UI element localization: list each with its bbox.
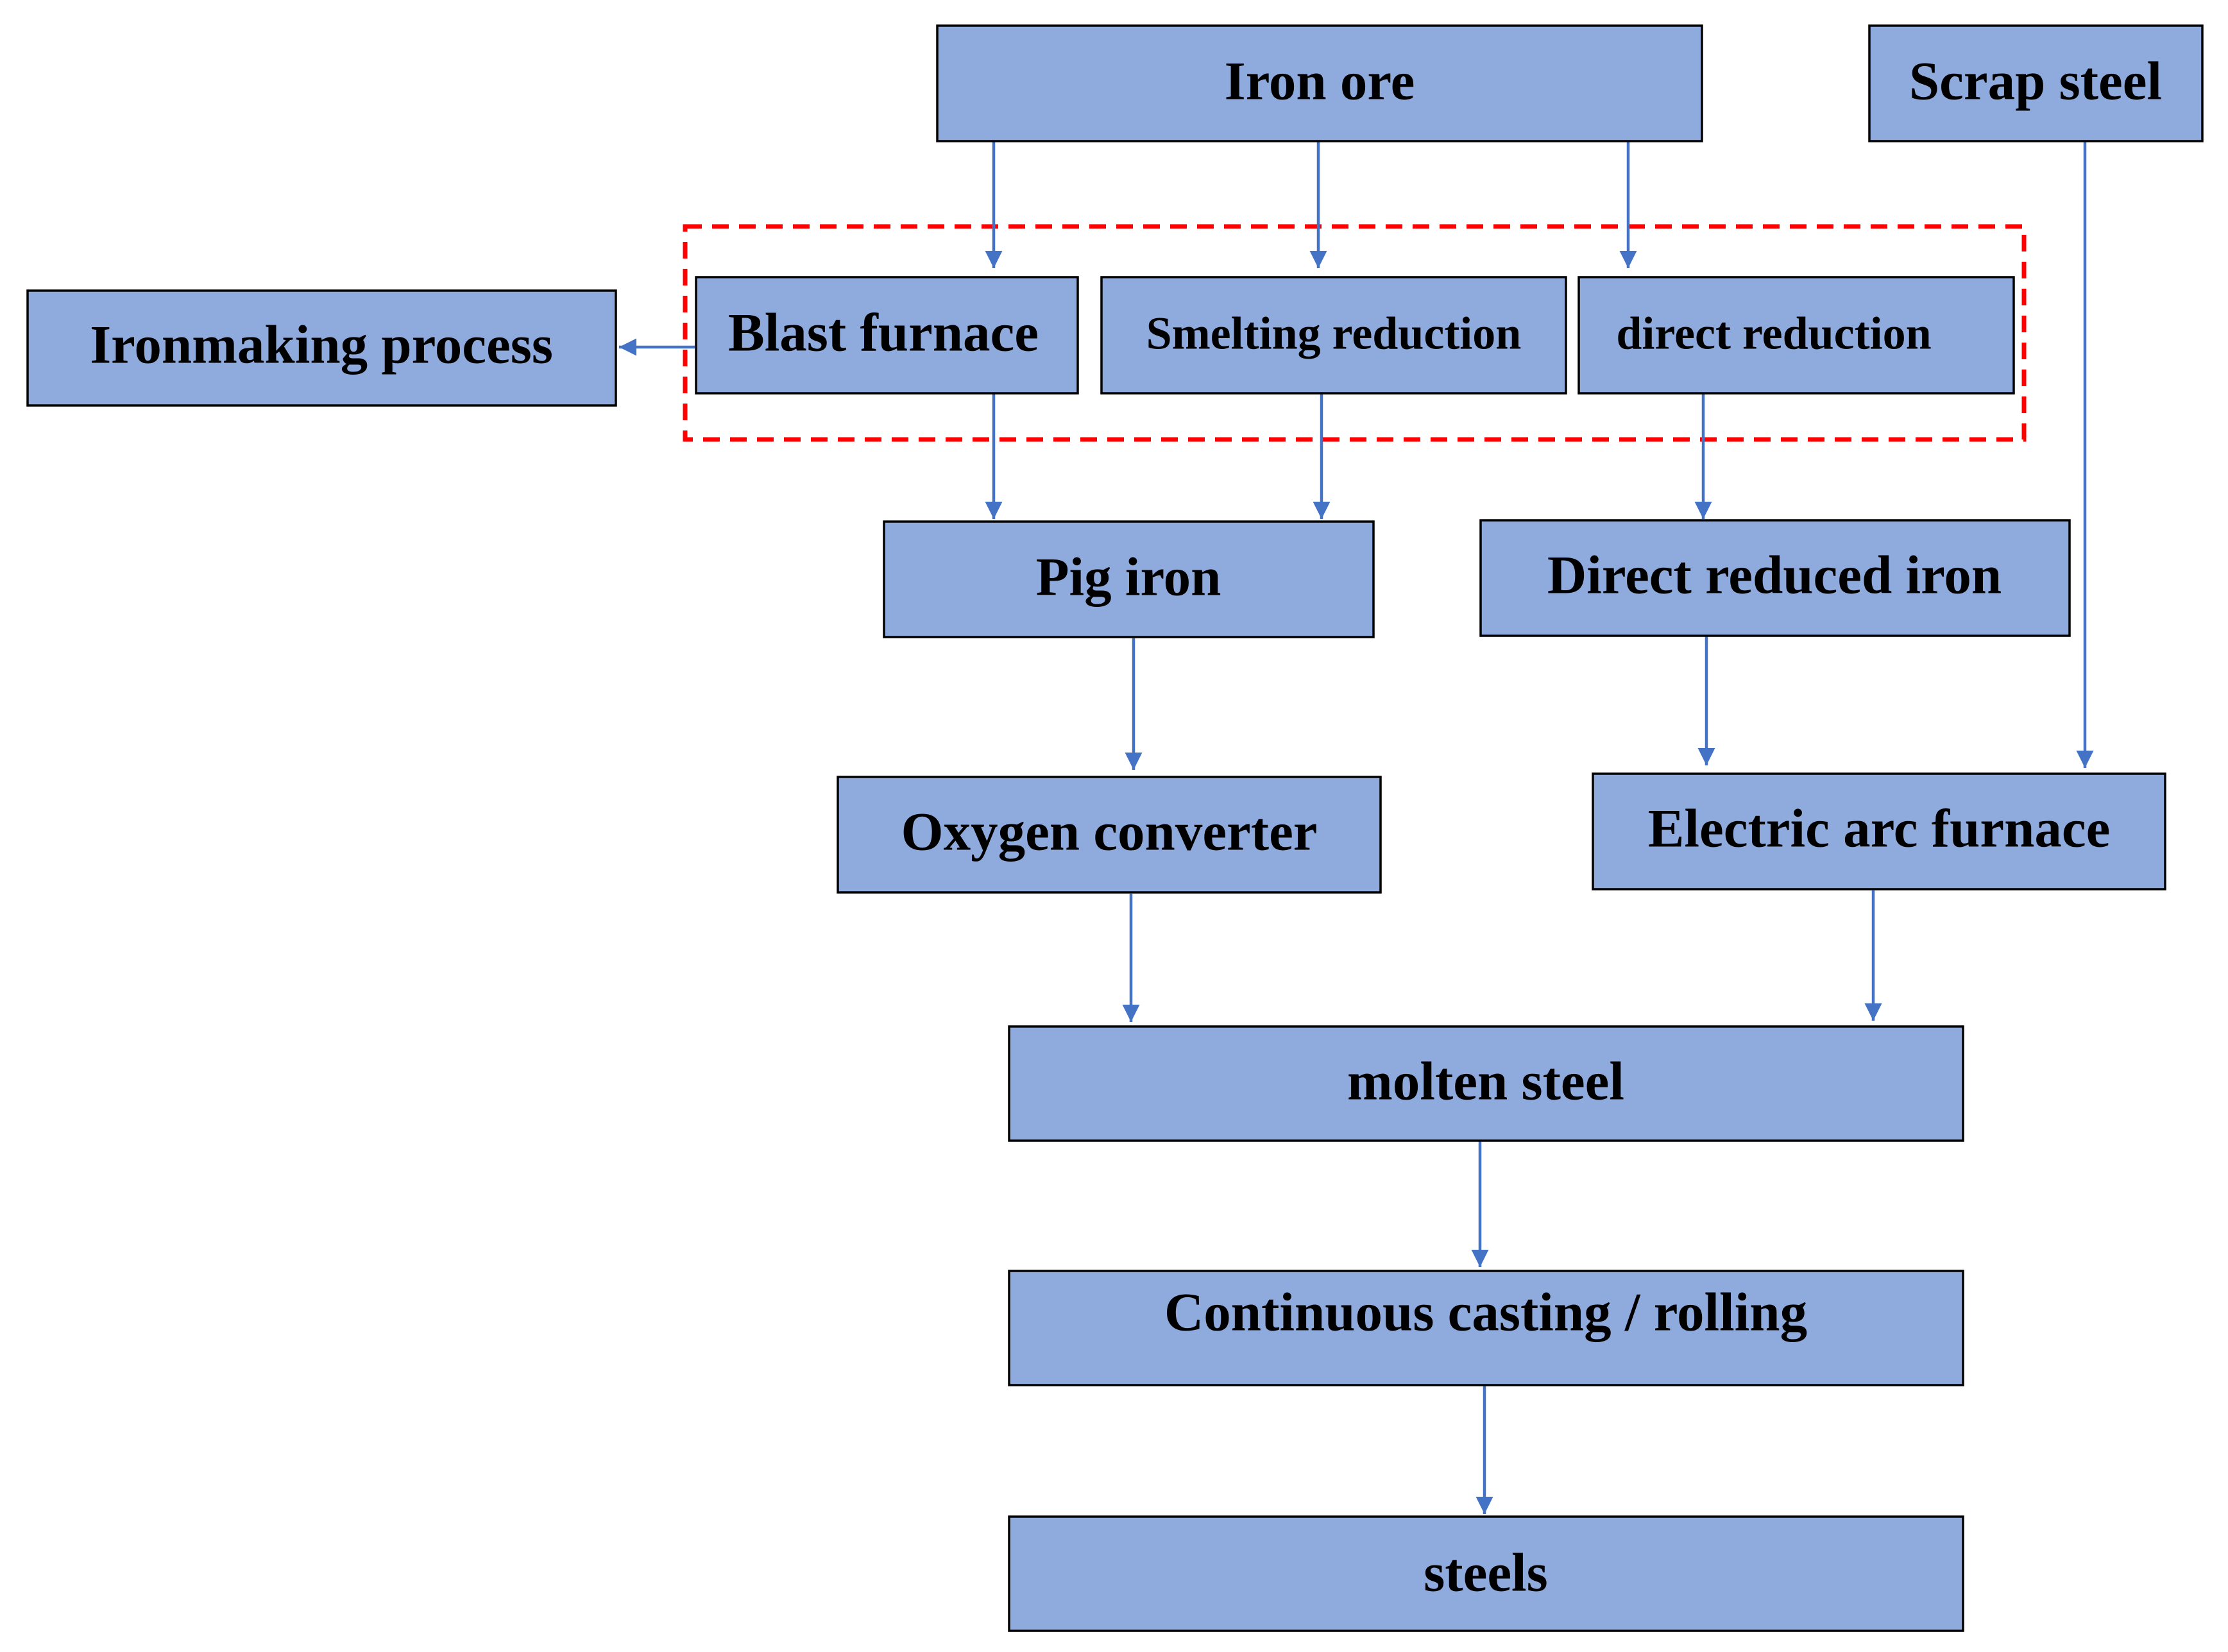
node-scrap-steel: Scrap steel bbox=[1868, 24, 2204, 142]
node-steels-label: steels bbox=[1424, 1543, 1548, 1603]
node-scrap-steel-box bbox=[1868, 24, 2204, 142]
ironmaking-group-box bbox=[683, 224, 2027, 442]
node-smelting-reduction: Smelting reduction bbox=[1100, 276, 1567, 395]
node-iron-ore: Iron ore bbox=[936, 24, 1703, 142]
edges bbox=[619, 141, 2094, 1514]
node-continuous-casting-box bbox=[1008, 1270, 1964, 1386]
node-electric-arc-furnace-box bbox=[1592, 772, 2166, 890]
node-blast-furnace-label: Blast furnace bbox=[728, 303, 1039, 363]
node-pig-iron-label: Pig iron bbox=[1036, 547, 1221, 608]
node-steels-box bbox=[1008, 1515, 1964, 1632]
node-oxygen-converter-box bbox=[837, 776, 1382, 894]
node-direct-reduced-iron-label: Direct reduced iron bbox=[1547, 545, 2002, 606]
node-molten-steel: molten steel bbox=[1008, 1025, 1964, 1142]
node-smelting-reduction-label: Smelting reduction bbox=[1146, 308, 1522, 359]
node-iron-ore-label: Iron ore bbox=[1225, 51, 1415, 112]
node-oxygen-converter-label: Oxygen converter bbox=[901, 802, 1317, 862]
node-oxygen-converter: Oxygen converter bbox=[837, 776, 1382, 894]
node-direct-reduction: direct reduction bbox=[1577, 276, 2015, 395]
node-ironmaking-process: Ironmaking process bbox=[26, 289, 617, 407]
node-iron-ore-box bbox=[936, 24, 1703, 142]
node-ironmaking-process-label: Ironmaking process bbox=[90, 315, 553, 375]
node-direct-reduction-label: direct reduction bbox=[1616, 308, 1931, 359]
node-blast-furnace-box bbox=[695, 276, 1079, 395]
node-direct-reduced-iron-box bbox=[1479, 519, 2071, 637]
node-pig-iron: Pig iron bbox=[883, 520, 1375, 638]
node-direct-reduction-box bbox=[1577, 276, 2015, 395]
node-ironmaking-process-box bbox=[26, 289, 617, 407]
node-electric-arc-furnace-label: Electric arc furnace bbox=[1648, 799, 2111, 859]
node-scrap-steel-label: Scrap steel bbox=[1909, 51, 2162, 112]
node-electric-arc-furnace: Electric arc furnace bbox=[1592, 772, 2166, 890]
node-direct-reduced-iron: Direct reduced iron bbox=[1479, 519, 2071, 637]
node-smelting-reduction-box bbox=[1100, 276, 1567, 395]
node-continuous-casting-label: Continuous casting / rolling bbox=[1164, 1282, 1807, 1343]
node-molten-steel-box bbox=[1008, 1025, 1964, 1142]
node-molten-steel-label: molten steel bbox=[1347, 1052, 1624, 1112]
node-pig-iron-box bbox=[883, 520, 1375, 638]
node-blast-furnace: Blast furnace bbox=[695, 276, 1079, 395]
node-steels: steels bbox=[1008, 1515, 1964, 1632]
node-continuous-casting: Continuous casting / rolling bbox=[1008, 1270, 1964, 1386]
